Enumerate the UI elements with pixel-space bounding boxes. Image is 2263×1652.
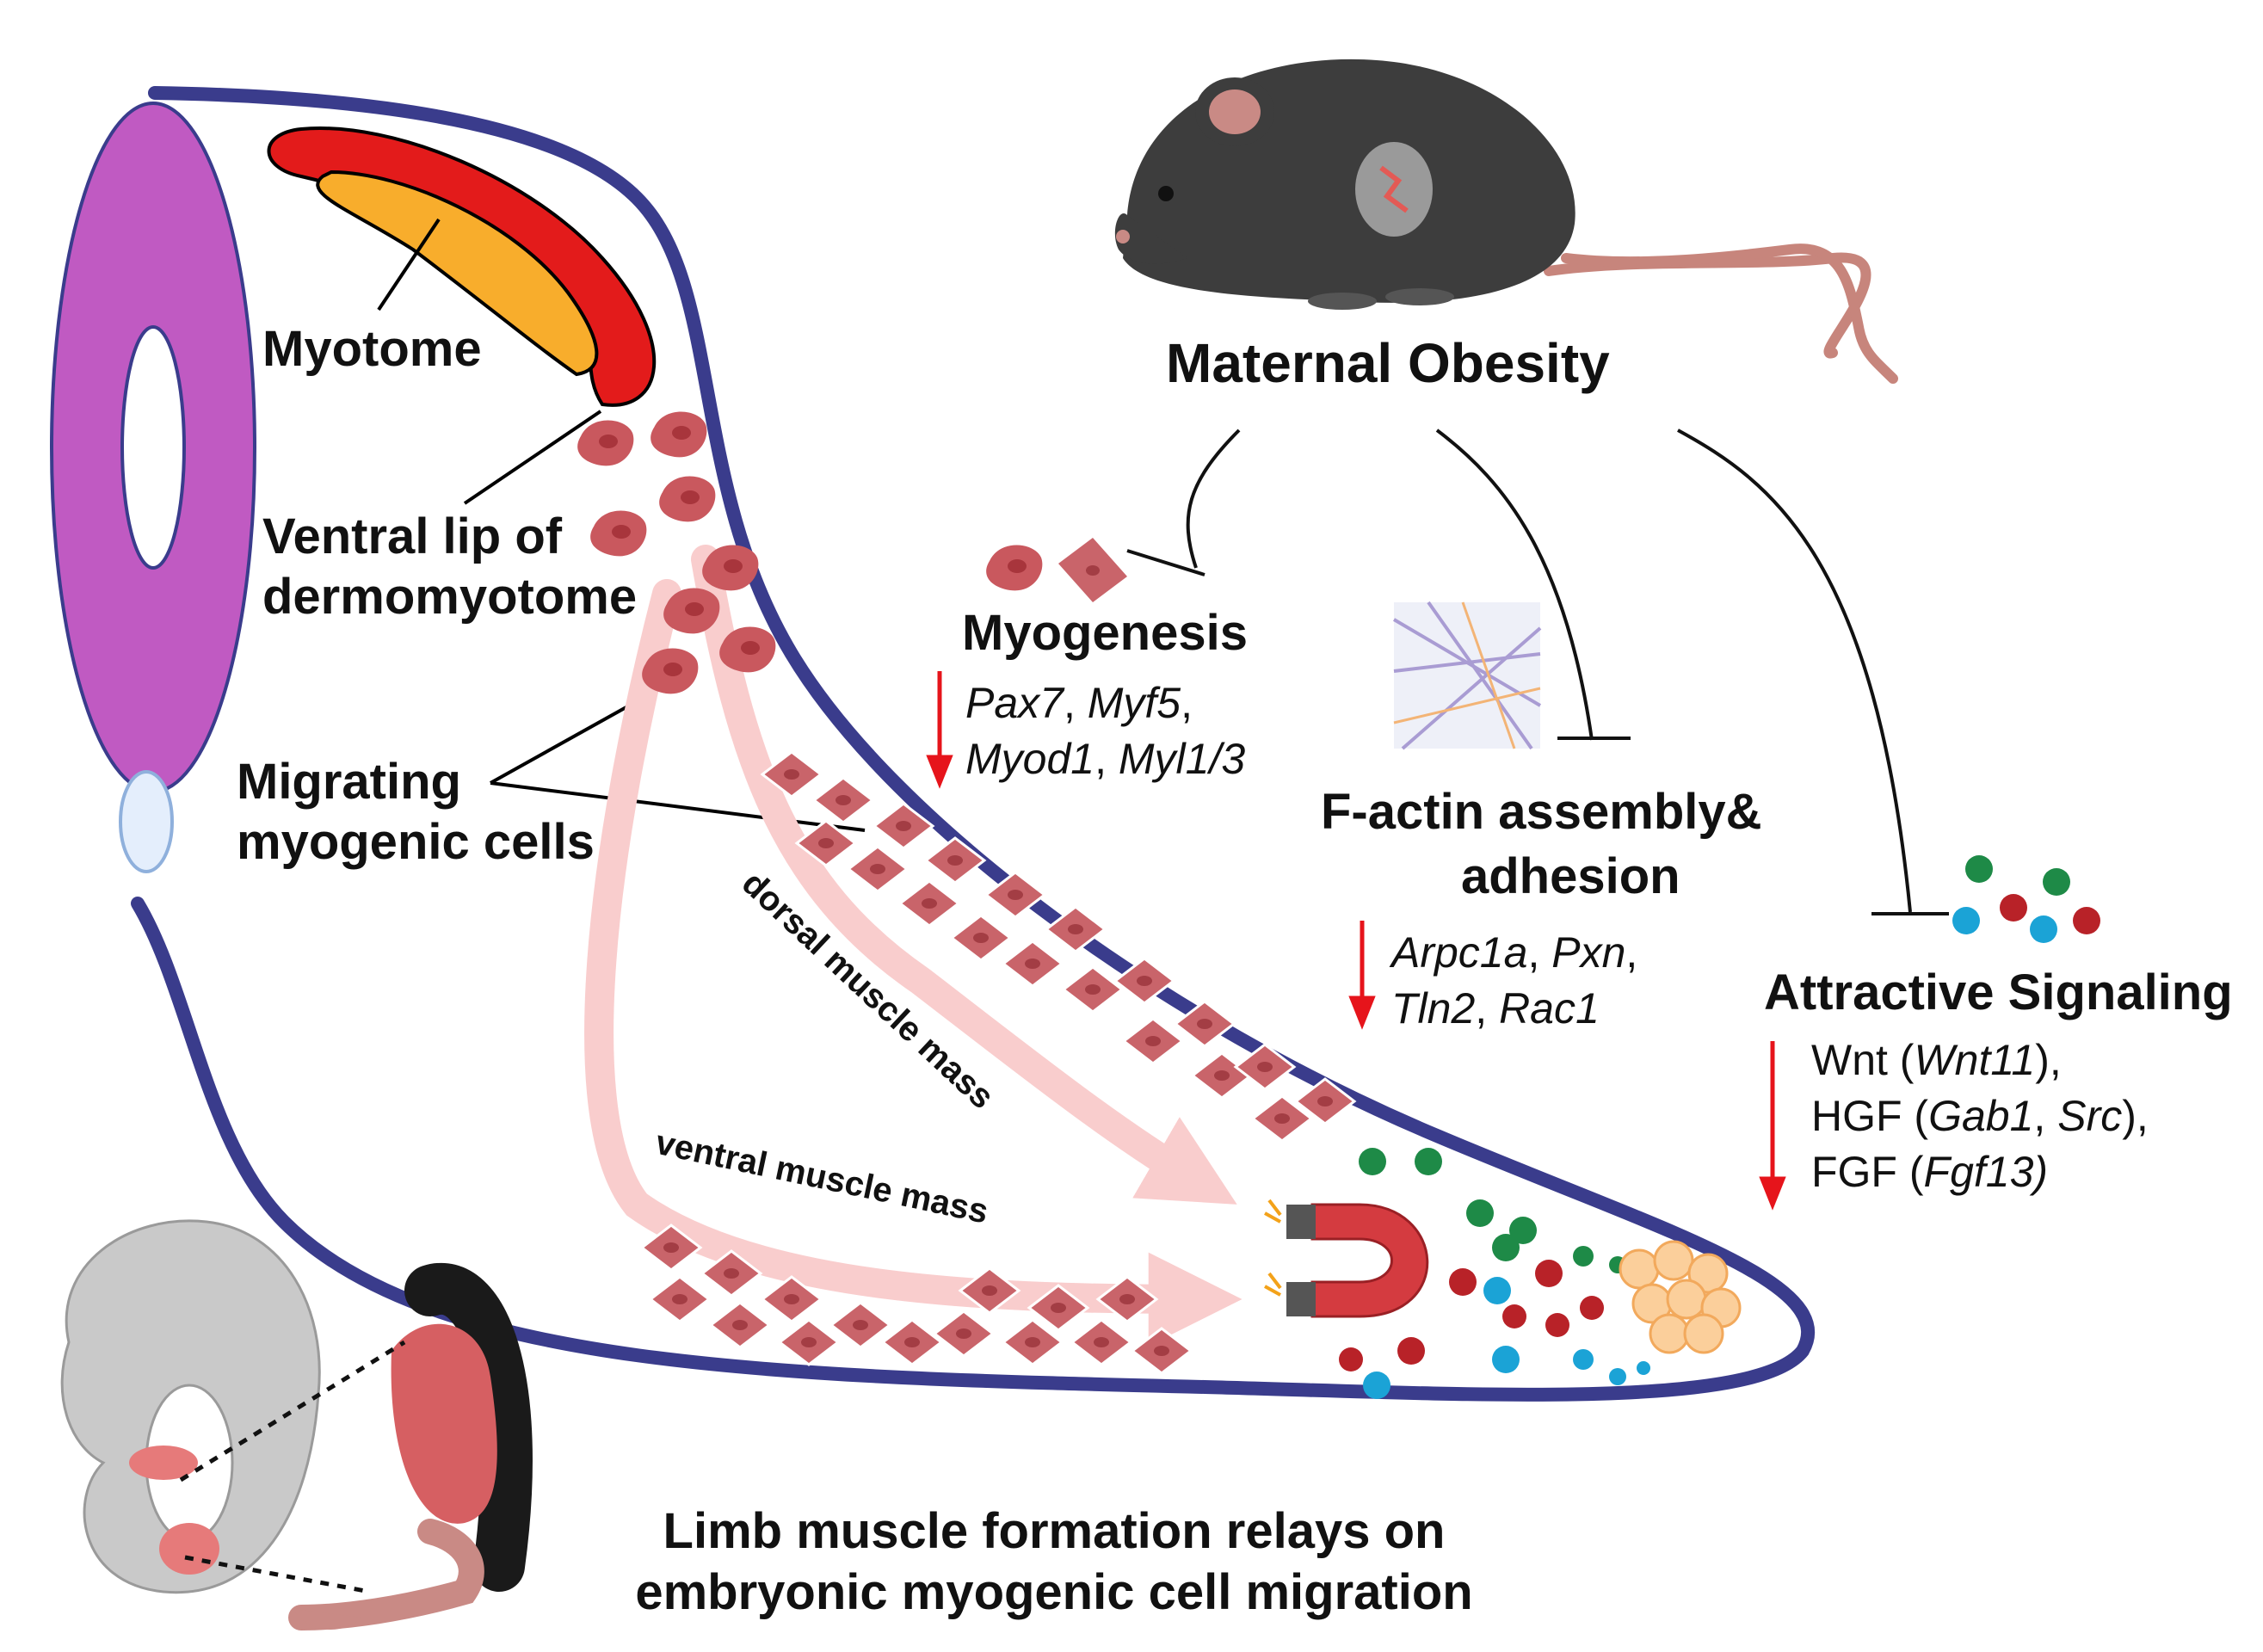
ventral-lip-label-line2: dermomyotome [262, 569, 638, 625]
gene-text: Myod1 [965, 735, 1095, 783]
ventral-muscle-label: ventral muscle mass [652, 1124, 991, 1231]
migrating-label-line2: myogenic cells [237, 814, 595, 870]
dermomyotome [267, 126, 657, 407]
dorsal-muscle-label: dorsal muscle mass [735, 864, 1002, 1116]
factin-gene-line: Tln2, Rac1 [1391, 981, 1637, 1037]
mouse-icon [1114, 59, 1898, 384]
tissue-cluster-icon [1619, 1240, 1742, 1354]
gene-text: Tln2 [1391, 984, 1476, 1032]
cytoskeleton-icon [1392, 601, 1542, 750]
attractive-gene-line: HGF (Gab1, Src), [1811, 1088, 2149, 1144]
gene-text: , [2033, 1092, 2058, 1140]
attractive-signaling-label: Attractive Signaling [1764, 965, 2233, 1020]
gene-text: , [1095, 735, 1119, 783]
myogenesis-gene-line: Pax7, Myf5, [965, 675, 1245, 731]
gene-text: Arpc1a [1391, 928, 1528, 977]
attractive-signal-icon [1952, 855, 2100, 943]
limb-muscle-icon [288, 1263, 533, 1630]
myogenesis-label: Myogenesis [962, 605, 1248, 661]
gene-text: ), [2122, 1092, 2149, 1140]
myotome-label: Myotome [262, 321, 482, 377]
gene-text: Wnt11 [1914, 1036, 2036, 1084]
leader-lines [377, 218, 866, 832]
myogenesis-cells-icon [986, 538, 1127, 602]
gene-text: Rac1 [1499, 984, 1600, 1032]
gene-text: , [1063, 679, 1088, 727]
magnet-icon [1264, 1199, 1429, 1318]
inhibition-lines [1126, 428, 1949, 915]
gene-text: , [1625, 928, 1638, 977]
factin-label-line2: adhesion [1461, 848, 1680, 904]
gene-text: Myl1/3 [1118, 735, 1246, 783]
neural-tube [50, 102, 256, 793]
signal-dots [1339, 1148, 1650, 1399]
footer-caption: Limb muscle formation relays on embryoni… [602, 1501, 1506, 1624]
footer-line2: embryonic myogenic cell migration [635, 1563, 1473, 1620]
factin-label-line1: F-actin assembly& [1321, 784, 1762, 840]
gene-text: Pax7 [965, 679, 1064, 727]
gene-text: Pxn [1551, 928, 1626, 977]
factin-genes: Arpc1a, Pxn,Tln2, Rac1 [1391, 925, 1637, 1037]
gene-text: , [1181, 679, 1193, 727]
gene-text: Wnt ( [1811, 1036, 1915, 1084]
migrating-cells [577, 411, 776, 694]
myogenesis-gene-line: Myod1, Myl1/3 [965, 731, 1245, 787]
dorsal-migration-arrow [691, 545, 1237, 1205]
gene-text: FGF ( [1811, 1148, 1924, 1196]
migrating-label-line1: Migrating [237, 754, 461, 810]
gene-text: HGF ( [1811, 1092, 1929, 1140]
notochord [119, 770, 174, 873]
embryo-icon [60, 1219, 321, 1594]
attractive-gene-line: FGF (Fgf13) [1811, 1144, 2149, 1200]
attractive-gene-line: Wnt (Wnt11), [1811, 1032, 2149, 1088]
gene-text: ), [2035, 1036, 2062, 1084]
attractive-genes: Wnt (Wnt11),HGF (Gab1, Src),FGF (Fgf13) [1811, 1032, 2149, 1200]
gene-text: Src [2057, 1092, 2123, 1140]
factin-gene-line: Arpc1a, Pxn, [1391, 925, 1637, 981]
gene-text: , [1527, 928, 1552, 977]
down-arrows [926, 671, 1786, 1211]
gene-text: , [1475, 984, 1500, 1032]
zoom-lines [179, 1340, 406, 1594]
gene-text: Myf5 [1087, 679, 1181, 727]
footer-line1: Limb muscle formation relays on [663, 1503, 1446, 1559]
ventral-lip-label-line1: Ventral lip of [262, 509, 563, 564]
gene-text: Gab1 [1928, 1092, 2034, 1140]
gene-text: Fgf13) [1923, 1148, 2049, 1196]
maternal-obesity-label: Maternal Obesity [1166, 332, 1610, 394]
myogenesis-genes: Pax7, Myf5,Myod1, Myl1/3 [965, 675, 1245, 787]
